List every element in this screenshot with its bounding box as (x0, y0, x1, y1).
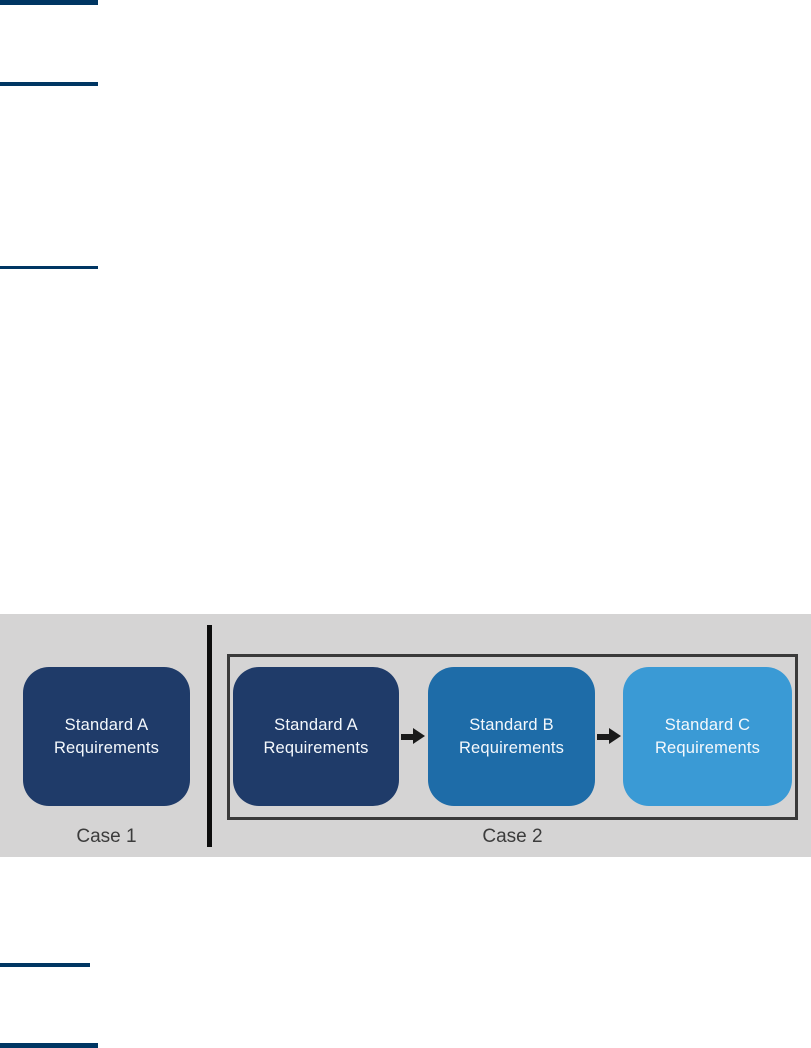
heading-rule-third (0, 266, 98, 269)
box-text-line: Standard C (664, 715, 751, 734)
heading-rule-top (0, 0, 98, 5)
arrow-stem (401, 733, 414, 740)
box-text-line: Requirements (263, 738, 369, 757)
standard-b-box: Standard B Requirements (428, 667, 595, 806)
box-text-line: Requirements (53, 738, 160, 757)
standard-a-box-case1: Standard A Requirements (23, 667, 190, 806)
right-arrow-icon (597, 728, 621, 745)
box-text-line: Requirements (654, 738, 761, 757)
box-text-line: Standard B (469, 715, 554, 734)
arrow-stem (597, 733, 610, 740)
right-arrow-icon (401, 728, 425, 745)
heading-rule-lower (0, 963, 90, 967)
heading-rule-second (0, 82, 98, 86)
box-text-line: Standard A (64, 715, 149, 734)
case-divider-line (207, 625, 212, 847)
arrow-head (609, 728, 621, 744)
standard-a-box-case2: Standard A Requirements (233, 667, 399, 806)
box-text-line: Requirements (458, 738, 565, 757)
case1-label: Case 1 (76, 826, 137, 847)
arrow-head (413, 728, 425, 744)
box-text-line: Standard A (274, 715, 358, 734)
heading-rule-bottom (0, 1043, 98, 1048)
case2-label: Case 2 (482, 826, 543, 847)
standards-comparison-figure: Standard A Requirements Case 1 Standard … (0, 614, 811, 857)
standard-c-box: Standard C Requirements (623, 667, 792, 806)
case2-group-border (227, 654, 798, 820)
